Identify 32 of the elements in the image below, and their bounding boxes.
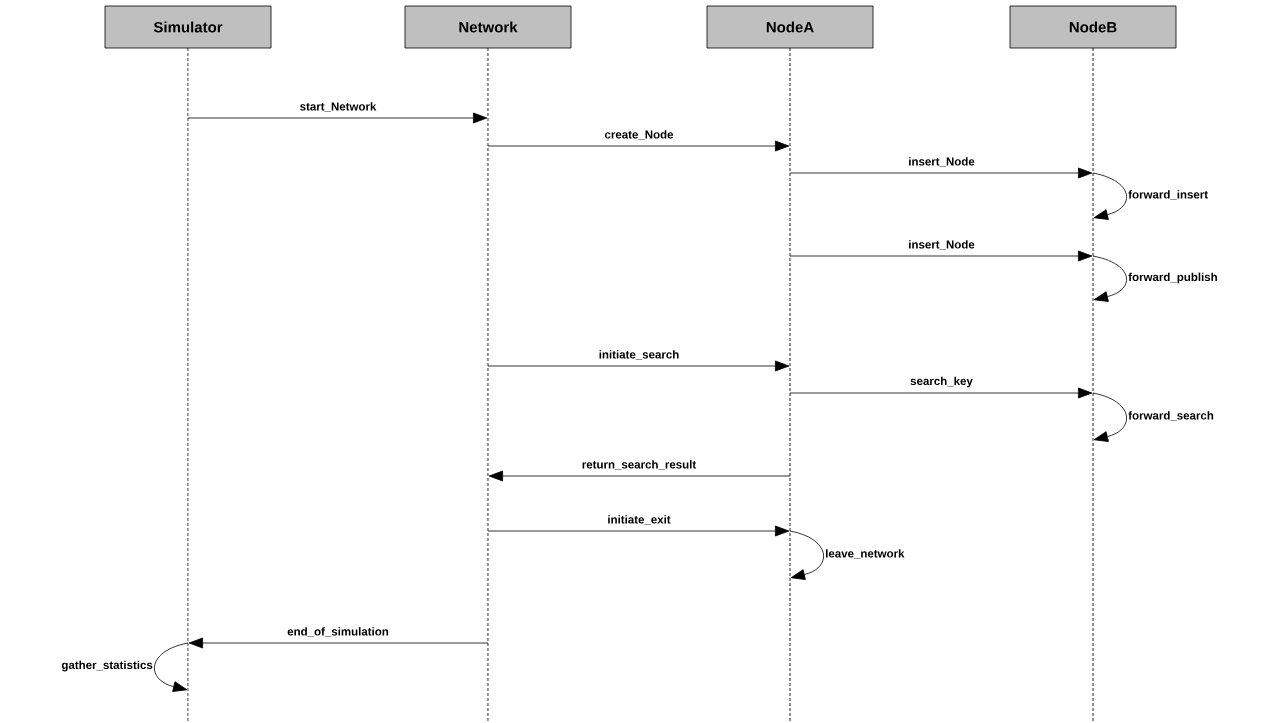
edge-label: forward_insert bbox=[1128, 190, 1208, 200]
edge-label: forward_publish bbox=[1128, 272, 1217, 284]
lifeline-header-box: Network bbox=[404, 5, 572, 49]
message-arrow bbox=[187, 112, 488, 124]
lifeline-header-box: Simulator bbox=[104, 5, 272, 49]
edge-label: leave_network bbox=[826, 549, 905, 559]
edge-label: gather_statistics bbox=[61, 660, 153, 672]
edge-label: create_Node bbox=[603, 129, 675, 141]
edge-label: initiate_exit bbox=[606, 514, 672, 526]
edge-label: insert_Node bbox=[907, 156, 976, 168]
edge-label: start_Network bbox=[298, 101, 378, 113]
message-arrow bbox=[789, 250, 1093, 262]
edge-label: end_of_simulation bbox=[286, 626, 390, 638]
message-arrow bbox=[488, 470, 791, 482]
self-message-arrow bbox=[1092, 172, 1127, 220]
message-arrow bbox=[789, 167, 1093, 179]
self-message-arrow bbox=[789, 530, 824, 580]
edge-label: insert_Node bbox=[907, 239, 976, 251]
self-message-arrow bbox=[1092, 255, 1127, 302]
edge-label: search_key bbox=[909, 375, 974, 389]
edge-label: forward_search bbox=[1128, 411, 1214, 421]
message-arrow bbox=[487, 525, 790, 537]
self-message-arrow bbox=[1092, 392, 1127, 442]
edge-label: return_search_result bbox=[580, 459, 698, 471]
message-arrow bbox=[487, 360, 790, 372]
lifeline-header-box: NodeB bbox=[1009, 5, 1177, 49]
self-message-arrow bbox=[154, 642, 189, 692]
lifeline-header-box: NodeA bbox=[706, 5, 874, 49]
message-arrow bbox=[789, 387, 1093, 399]
message-arrow bbox=[188, 637, 489, 649]
message-arrow bbox=[487, 140, 790, 152]
edge-label: initiate_search bbox=[597, 349, 681, 361]
